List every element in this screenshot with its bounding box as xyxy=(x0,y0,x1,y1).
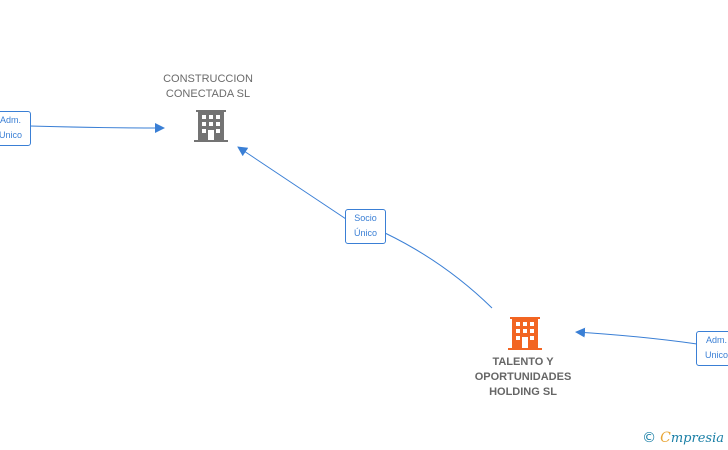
edge-socio xyxy=(384,232,493,309)
brand-initial: C xyxy=(660,430,671,446)
construccion-name-line2: CONECTADA SL xyxy=(165,88,251,100)
edge-label-socio[interactable]: Socio Único xyxy=(345,209,386,244)
building-icon-talento xyxy=(508,317,542,350)
right-adm-line2: Unico xyxy=(704,350,728,360)
edge-label-right-adm[interactable]: Adm. Unico xyxy=(696,331,728,366)
talento-name-line3: HOLDING SL xyxy=(489,386,557,398)
node-label-construccion: CONSTRUCCION CONECTADA SL xyxy=(148,72,268,102)
socio-line1: Socio xyxy=(354,213,377,223)
talento-name-line2: OPORTUNIDADES xyxy=(474,371,572,383)
right-adm-line1: Adm. xyxy=(705,335,727,345)
building-icon-construccion xyxy=(194,110,228,142)
edge-left-adm xyxy=(29,122,165,133)
node-label-talento: TALENTO Y OPORTUNIDADES HOLDING SL xyxy=(457,355,589,400)
edge-socio-arrow xyxy=(237,146,347,220)
brand-name: mpresia xyxy=(670,431,724,446)
left-adm-line2: Unico xyxy=(0,130,22,140)
edge-label-left-adm[interactable]: Adm. Unico xyxy=(0,111,31,146)
left-adm-line1: Adm. xyxy=(0,115,21,125)
construccion-name-line1: CONSTRUCCION xyxy=(163,73,253,85)
copyright-icon: © xyxy=(642,430,657,446)
talento-name-line1: TALENTO Y xyxy=(492,356,554,368)
edge-right-adm xyxy=(575,327,698,345)
socio-line2: Único xyxy=(353,228,377,238)
empresia-watermark: ©Cmpresia xyxy=(642,430,724,446)
